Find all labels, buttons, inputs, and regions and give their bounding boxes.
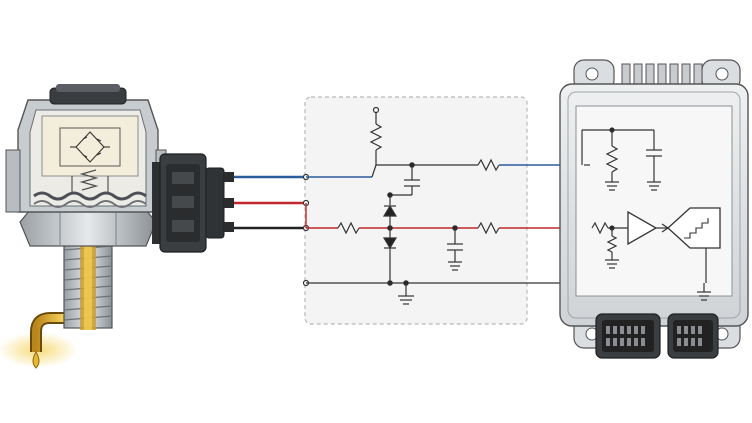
sensor-spring (79, 169, 99, 191)
threaded-port (63, 239, 113, 330)
oil-drop-icon (32, 351, 40, 369)
pressure-sensor-icon (0, 84, 167, 369)
amplifier-icon (627, 210, 658, 246)
hex-nut (19, 209, 157, 247)
wheatstone-bridge-icon (59, 127, 121, 167)
sensor-diaphragm (33, 191, 147, 201)
interface-circuit-panel (304, 96, 528, 325)
ecu-module-icon (559, 59, 749, 359)
protection-filter-circuit-icon (302, 96, 528, 325)
ecu-connector-right (667, 313, 719, 359)
adc-icon (667, 207, 721, 283)
wire-connector-icon (152, 153, 234, 253)
wire-harness (234, 175, 306, 230)
heat-sink-fins (621, 63, 703, 87)
ecu-connector-left (595, 313, 661, 359)
